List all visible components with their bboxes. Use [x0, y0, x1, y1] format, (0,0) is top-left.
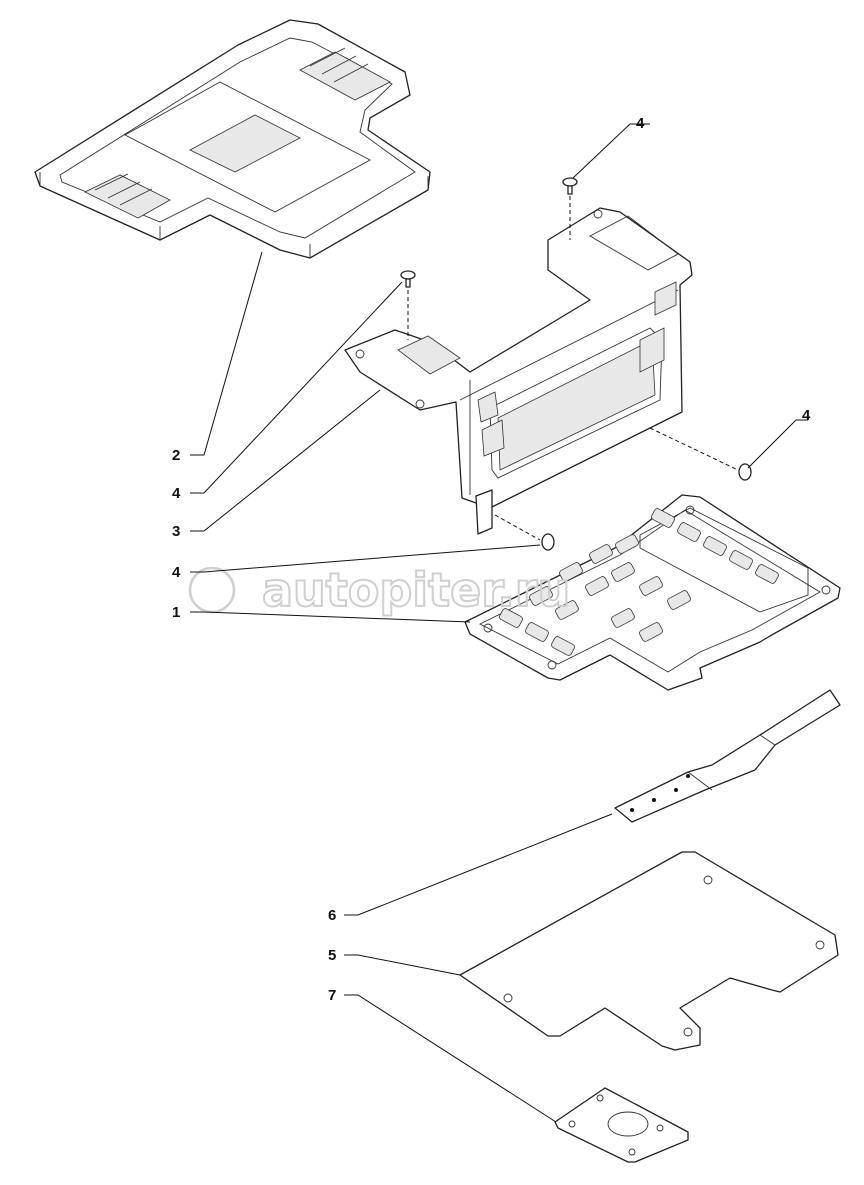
watermark-text: autopiter.ru	[262, 563, 570, 617]
callout-2: 2	[172, 447, 180, 464]
mat-grooves	[499, 508, 779, 656]
part-6-bracket	[614, 689, 841, 823]
leader-lines	[190, 123, 808, 1123]
part-4-fasteners	[400, 177, 752, 551]
callout-6: 6	[328, 907, 336, 924]
callouts: 2 4 3 4 1 4 4 6 5 7	[172, 115, 811, 1004]
callout-5: 5	[328, 947, 336, 964]
part-7-mounting-plate	[554, 1087, 689, 1163]
callout-4-a: 4	[172, 485, 181, 502]
part-2-floor-mat	[34, 19, 431, 259]
callout-4-c: 4	[636, 115, 645, 132]
part-1-grooved-mat	[464, 494, 841, 691]
part-5-base-plate	[459, 851, 839, 1051]
callout-3: 3	[172, 523, 180, 540]
callout-4-d: 4	[802, 407, 811, 424]
callout-4-b: 4	[172, 564, 181, 581]
callout-7: 7	[328, 987, 336, 1004]
callout-1: 1	[172, 604, 180, 621]
watermark: autopiter.ru	[188, 562, 571, 618]
part-3-riser-panel	[344, 207, 693, 535]
